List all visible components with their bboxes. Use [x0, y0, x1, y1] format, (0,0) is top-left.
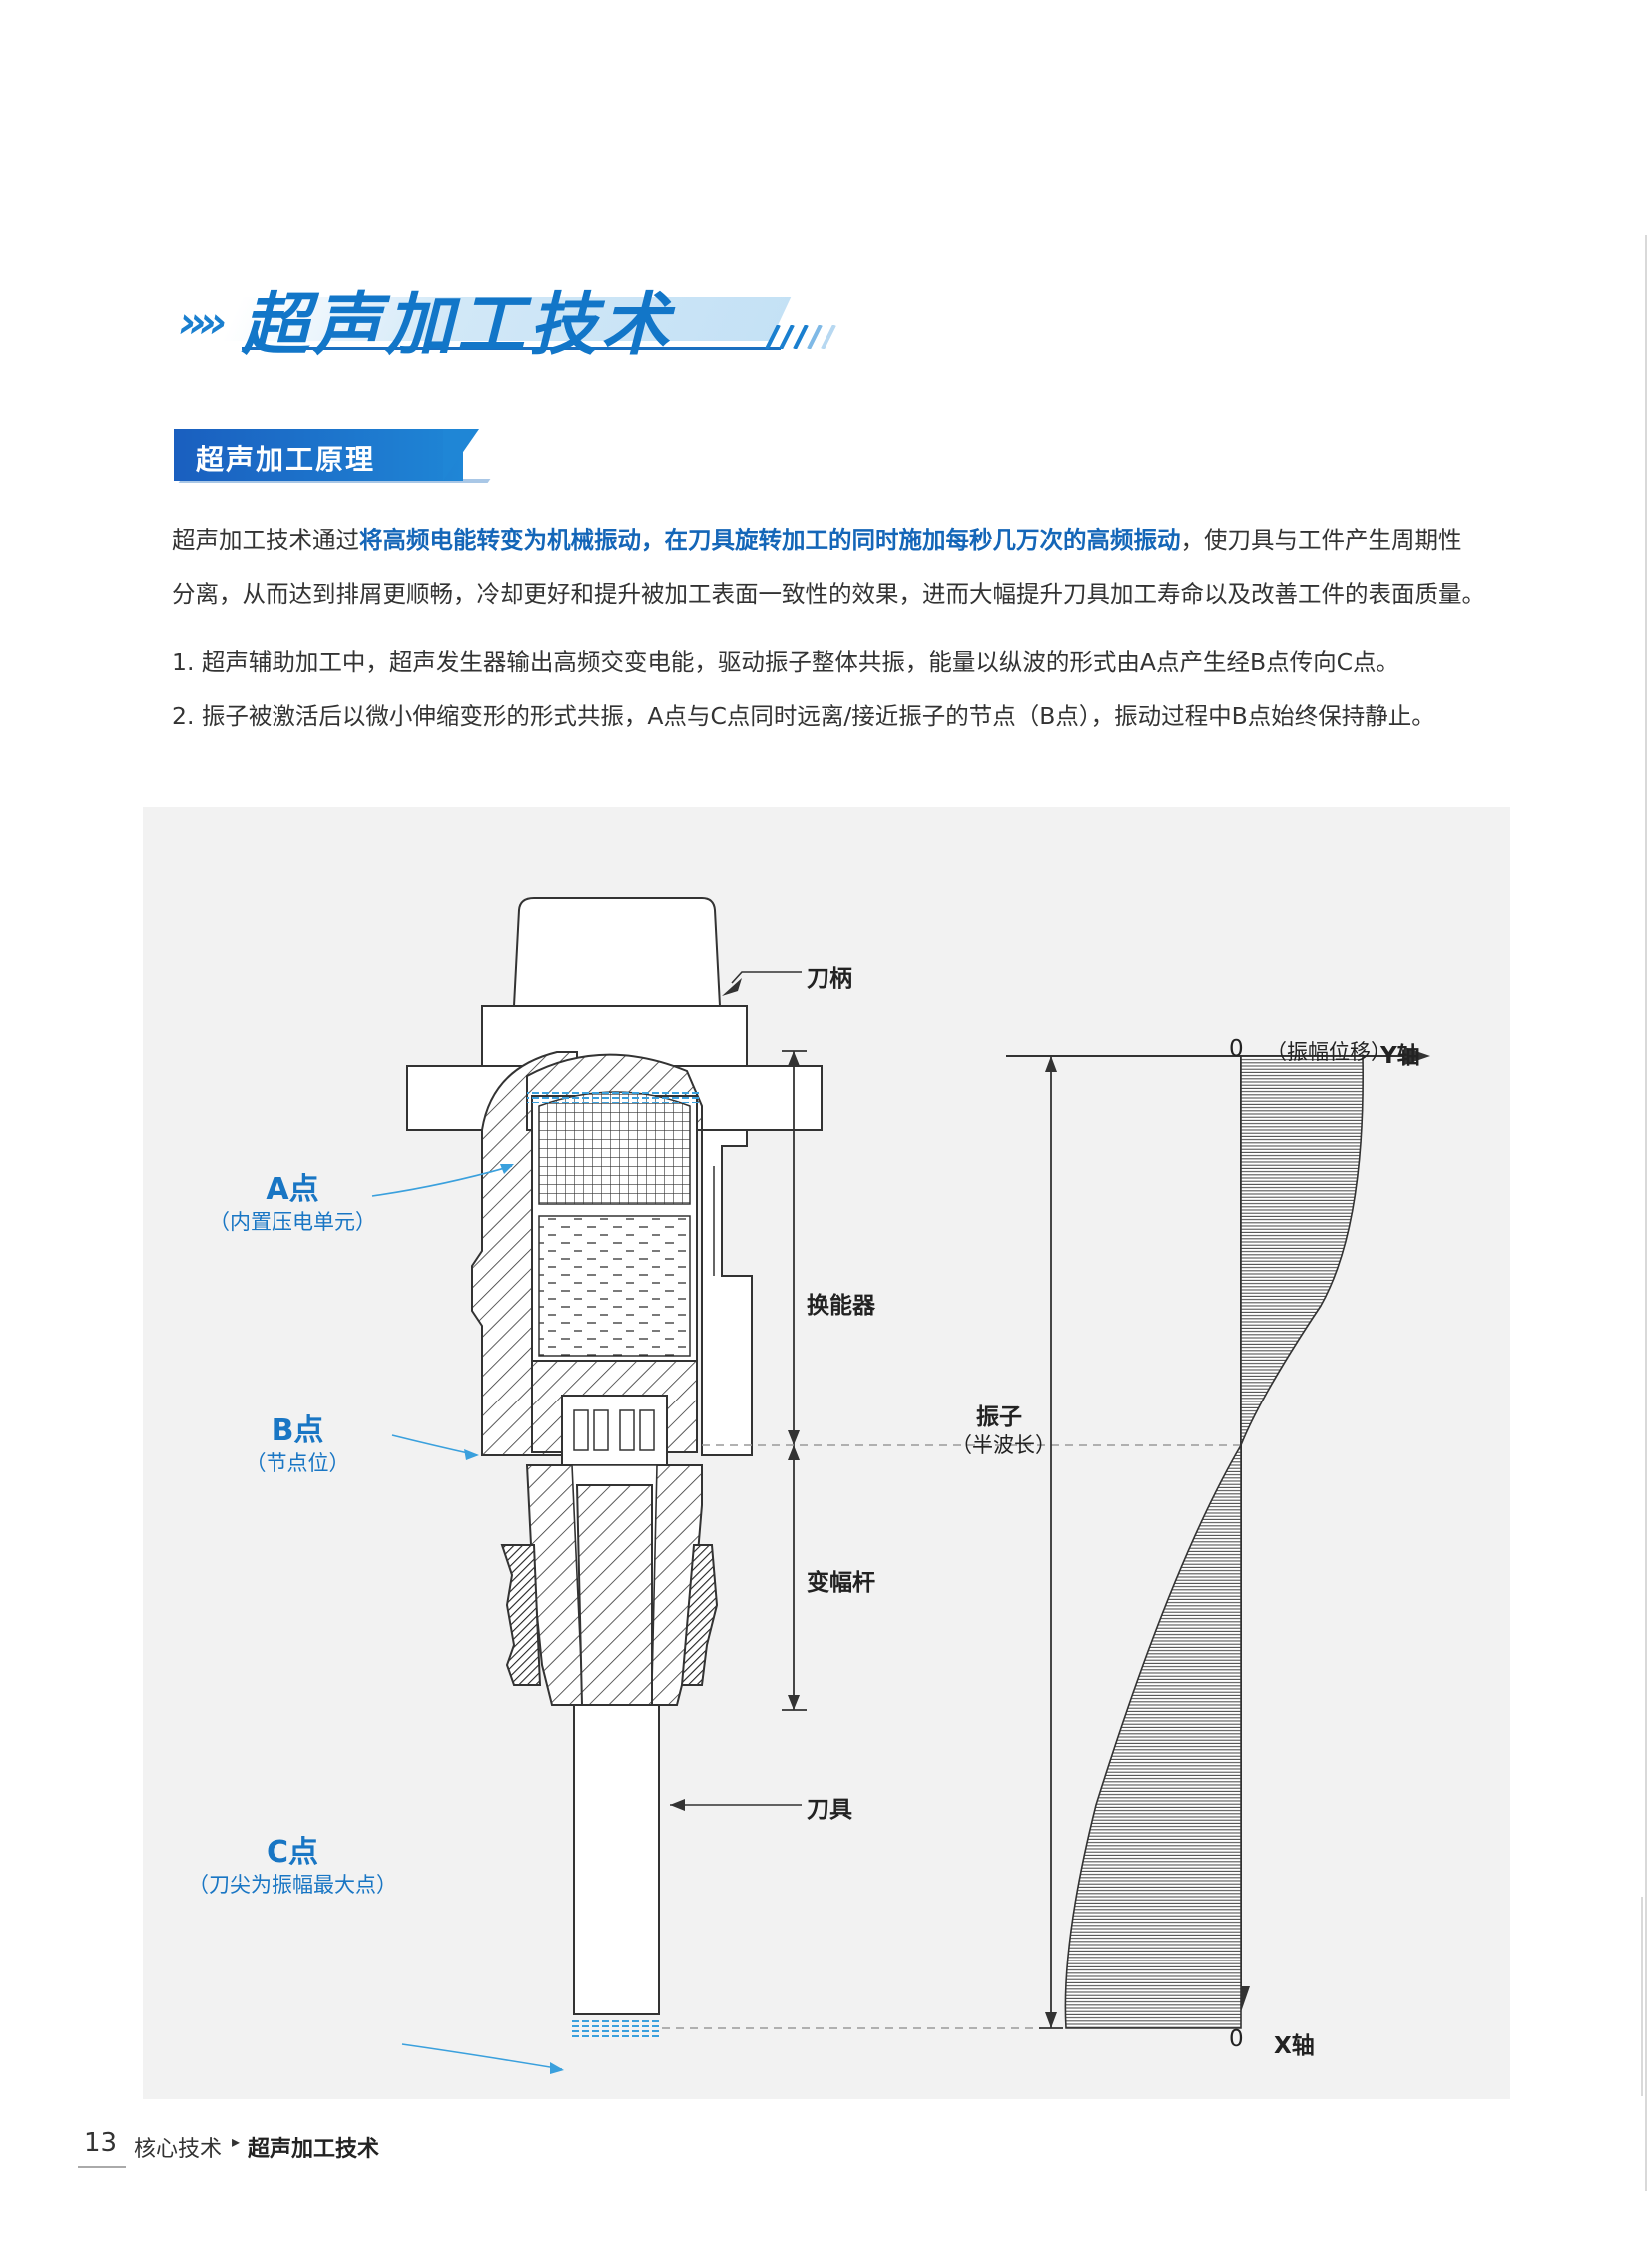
section-title: 超声加工原理: [196, 443, 376, 476]
label-holder: 刀柄: [807, 966, 852, 992]
label-vibrator: 振子: [976, 1404, 1022, 1430]
point-1: 1. 超声辅助加工中，超声发生器输出高频交变电能，驱动振子整体共振，能量以纵波的…: [172, 648, 1399, 676]
title-stripes-decoration: [765, 325, 836, 349]
breadcrumb-parent: 核心技术: [134, 2137, 223, 2162]
x-axis-zero: 0: [1229, 2026, 1244, 2052]
point-a-title: A点: [266, 1172, 319, 1207]
point-b-sub: （节点位）: [245, 1451, 350, 1475]
section-tag: 超声加工原理: [174, 429, 491, 483]
breadcrumb-current: 超声加工技术: [248, 2137, 380, 2162]
intro-line-2: 分离，从而达到排屑更顺畅，冷却更好和提升被加工表面一致性的效果，进而大幅提升刀具…: [172, 580, 1485, 608]
diagram-panel: 刀柄 换能器 变幅杆 刀具 振子 （半波长） 0 （振幅位移） Y轴 0 X轴 …: [143, 807, 1510, 2099]
breadcrumb-separator-icon: ▸: [232, 2132, 241, 2151]
page-title-block: »» 超声加工技术: [172, 268, 870, 365]
point-a-sub: （内置压电单元）: [209, 1210, 376, 1234]
y-axis-zero: 0: [1229, 1036, 1244, 1062]
title-underline: [242, 347, 781, 350]
page-edge-rule: [1645, 235, 1647, 2191]
point-c-sub: （刀尖为振幅最大点）: [188, 1873, 397, 1897]
page-edge-rule: [1641, 1897, 1643, 2096]
point-c-title: C点: [266, 1835, 319, 1870]
label-half-wave: （半波长）: [951, 1433, 1056, 1457]
title-chevron-icon: »»: [178, 297, 227, 348]
point-b-title: B点: [271, 1413, 324, 1448]
page-number-rule: [78, 2166, 126, 2168]
ultrasonic-diagram: [371, 897, 1430, 2074]
page-title: 超声加工技术: [242, 286, 674, 365]
label-tool: 刀具: [807, 1797, 852, 1823]
x-axis-label: X轴: [1274, 2033, 1315, 2059]
point-2: 2. 振子被激活后以微小伸缩变形的形式共振，A点与C点同时远离/接近振子的节点（…: [172, 702, 1435, 730]
intro-text: 超声加工技术通过: [172, 526, 359, 554]
y-axis-label: Y轴: [1380, 1043, 1420, 1069]
label-horn: 变幅杆: [807, 1570, 875, 1596]
intro-text: ，使刀具与工件产生周期性: [1180, 526, 1462, 554]
intro-line-1: 超声加工技术通过将高频电能转变为机械振动，在刀具旋转加工的同时施加每秒几万次的高…: [172, 513, 1529, 567]
intro-highlight: 将高频电能转变为机械振动，在刀具旋转加工的同时施加每秒几万次的高频振动: [359, 526, 1181, 554]
label-transducer: 换能器: [807, 1293, 875, 1319]
y-axis-desc: （振幅位移）: [1266, 1040, 1391, 1064]
page-number: 13: [84, 2128, 118, 2158]
